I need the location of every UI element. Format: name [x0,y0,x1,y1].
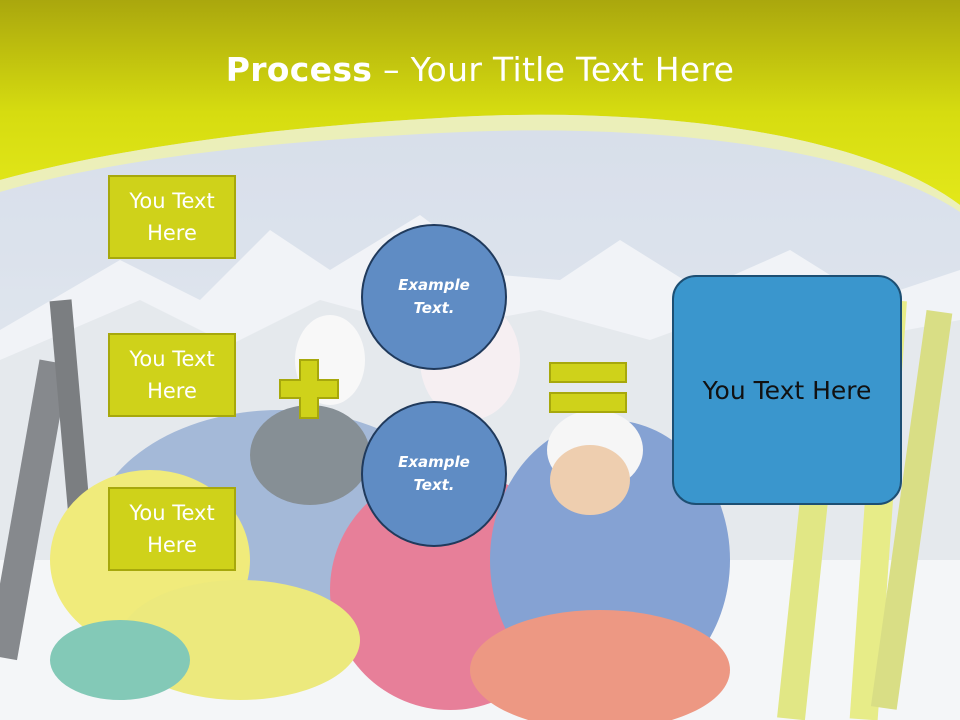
example-circle-2: Example Text. [361,401,507,547]
input-box-3-text: You Text Here [129,501,215,557]
example-circle-2-text: Example Text. [398,453,470,494]
input-box-2: You Text Here [108,333,236,417]
plus-icon [279,359,339,419]
input-box-2-text: You Text Here [129,347,215,403]
header-band: Process – Your Title Text Here [0,0,960,220]
input-box-1: You Text Here [108,175,236,259]
input-box-1-text: You Text Here [129,189,215,245]
example-circle-1: Example Text. [361,224,507,370]
title-bold: Process [225,50,373,89]
title-rest: – Your Title Text Here [372,50,735,89]
input-box-3: You Text Here [108,487,236,571]
slide-title: Process – Your Title Text Here [0,50,960,89]
example-circle-1-text: Example Text. [398,276,470,317]
result-box: You Text Here [672,275,902,505]
equals-icon [549,362,627,413]
result-box-text: You Text Here [702,375,872,405]
